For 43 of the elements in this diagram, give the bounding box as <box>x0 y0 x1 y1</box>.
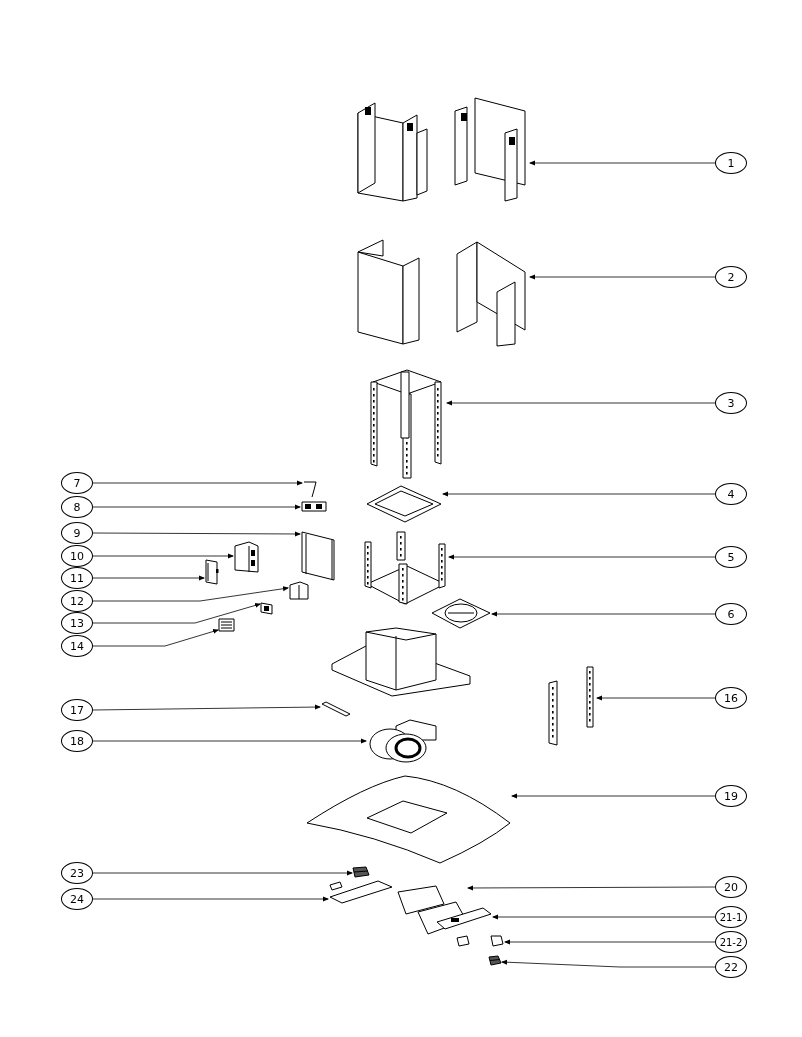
small-part-drawing <box>260 601 273 615</box>
callout-number: 10 <box>61 545 93 567</box>
callout-number: 23 <box>61 862 93 884</box>
callout-number: 4 <box>715 483 747 505</box>
callout-number: 20 <box>715 876 747 898</box>
panel-drawing <box>300 530 336 582</box>
callout-number: 5 <box>715 546 747 568</box>
callout-number: 11 <box>61 567 93 589</box>
callout-number: 19 <box>715 785 747 807</box>
rail-drawing <box>545 665 597 747</box>
callout-number: 8 <box>61 496 93 518</box>
callout-number: 13 <box>61 612 93 634</box>
control-box-drawing <box>233 540 260 574</box>
mounting-plate-drawing <box>430 597 492 630</box>
light-strip-drawing <box>328 879 394 904</box>
callout-number: 7 <box>61 472 93 494</box>
callout-number: 2 <box>715 266 747 288</box>
frame-ring-drawing <box>365 484 443 524</box>
callout-number: 3 <box>715 392 747 414</box>
small-part-drawing <box>455 934 505 950</box>
callout-number: 18 <box>61 730 93 752</box>
bar-drawing <box>320 700 352 718</box>
grille-drawing <box>218 617 235 632</box>
cover-plate-drawing <box>204 558 219 586</box>
wire-drawing <box>302 478 318 498</box>
callout-number: 21-2 <box>715 931 747 953</box>
small-part-drawing <box>488 955 502 966</box>
callout-number: 21-1 <box>715 906 747 928</box>
block-drawing <box>288 580 310 601</box>
callout-number: 1 <box>715 152 747 174</box>
callout-number: 17 <box>61 699 93 721</box>
callout-number: 6 <box>715 603 747 625</box>
callout-number: 22 <box>715 956 747 978</box>
switch-drawing <box>300 499 328 513</box>
callout-number: 16 <box>715 687 747 709</box>
glass-canopy-drawing <box>305 773 512 866</box>
callout-number: 14 <box>61 635 93 657</box>
small-part-drawing <box>352 866 370 878</box>
callout-number: 24 <box>61 888 93 910</box>
callout-number: 12 <box>61 590 93 612</box>
light-strip-drawing <box>435 906 493 931</box>
callout-number: 9 <box>61 522 93 544</box>
lower-frame-drawing <box>363 530 449 606</box>
